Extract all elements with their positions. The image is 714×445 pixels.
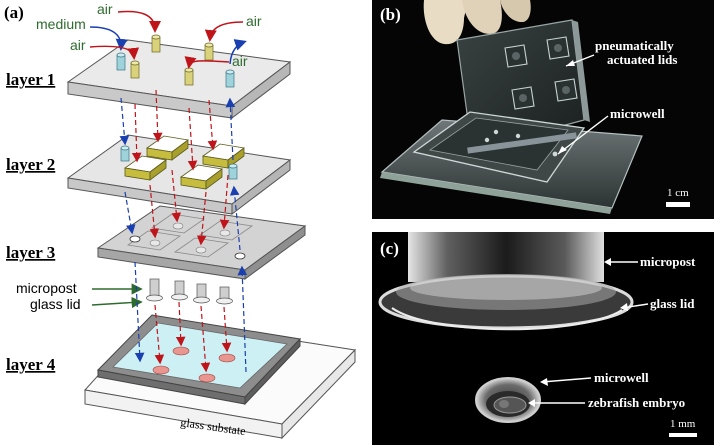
scale-label-c: 1 mm: [670, 418, 696, 430]
glass-lid-label-c: glass lid: [650, 296, 695, 311]
air-label-4: air: [232, 53, 248, 69]
layer-1-assembly: [66, 34, 292, 120]
well-1: [152, 365, 170, 375]
micropost-body: [408, 232, 604, 282]
embryo-label: zebrafish embryo: [588, 395, 685, 410]
layer-4-label: layer 4: [6, 355, 56, 374]
layer-3-label: layer 3: [6, 243, 55, 262]
glove-finger-2: [462, 0, 502, 34]
medium-inlet-1: [116, 52, 126, 71]
microwell-pointer-b: [557, 115, 609, 155]
medium-inlet-2: [225, 69, 235, 88]
micropost-label-c: micropost: [640, 254, 696, 269]
scale-label-b: 1 cm: [667, 187, 689, 199]
chamber-2: [179, 164, 223, 190]
layer-1-label: layer 1: [6, 70, 55, 89]
panel-a-letter: (a): [4, 3, 24, 22]
air-inlet-2: [204, 42, 214, 61]
panel-b-device-photo: (b) pneumatically actuated lids microwel…: [372, 0, 714, 219]
well-2: [198, 373, 216, 383]
layer-2-label: layer 2: [6, 155, 55, 174]
chamber-3: [145, 135, 189, 161]
air-inlet-3: [130, 60, 140, 79]
microwell-label-b: microwell: [610, 106, 665, 121]
air-inlet-4: [184, 67, 194, 86]
well-3: [172, 346, 190, 356]
panel-c-letter: (c): [380, 239, 399, 258]
glass-lid-label: glass lid: [30, 296, 81, 312]
layer-4-assembly: glass substate: [84, 314, 357, 440]
panel-c-micrograph: (c) micropost glass lid microwell zebraf…: [372, 232, 714, 445]
microwell-pointer-c: [541, 377, 592, 383]
flow-lines: [119, 89, 248, 373]
chamber-1: [123, 155, 167, 181]
microwell-label-c: microwell: [594, 370, 649, 385]
chamber-4: [201, 143, 245, 169]
scale-bar-b: [666, 202, 690, 207]
medium-label: medium: [36, 16, 86, 32]
scale-bar-c: [669, 433, 697, 437]
layer-2-assembly: [66, 134, 292, 216]
zebrafish-embryo: [493, 396, 527, 414]
actuated-lids-label-line1: pneumatically: [595, 38, 674, 53]
well-4: [218, 353, 236, 363]
air-label-1: air: [97, 1, 113, 17]
glove-finger-1: [423, 0, 468, 45]
air-label-3: air: [246, 13, 262, 29]
panel-b-letter: (b): [380, 5, 401, 24]
air-label-2: air: [70, 37, 86, 53]
actuated-lids-label-line2: actuated lids: [607, 52, 677, 67]
panel-a-exploded-diagram: (a) layer 1 layer 2 layer 3 layer 4 glas…: [4, 1, 357, 440]
micropost-label: micropost: [16, 280, 77, 296]
air-inlet-1: [151, 34, 161, 53]
microposts: [146, 278, 233, 305]
